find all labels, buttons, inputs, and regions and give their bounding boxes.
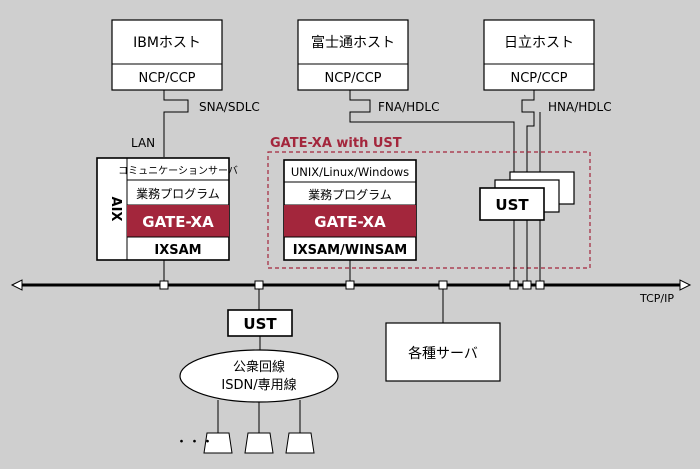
host-ibm-ccp: NCP/CCP bbox=[138, 71, 195, 86]
host-hitachi: 日立ホスト NCP/CCP bbox=[483, 19, 595, 91]
ust-stack-label: UST bbox=[495, 196, 529, 214]
lan-label: LAN bbox=[131, 136, 155, 150]
tcpip-backbone bbox=[10, 279, 692, 291]
hitachi-protocol-label: HNA/HDLC bbox=[548, 100, 612, 114]
terminal-2 bbox=[244, 432, 274, 454]
lower-ust: UST bbox=[227, 309, 293, 337]
various-servers-label: 各種サーバ bbox=[408, 346, 478, 362]
ust-gate-xa-band bbox=[284, 205, 416, 237]
aix-row-comm-server: コミュニケーションサーバ bbox=[118, 165, 238, 177]
ust-group-border bbox=[267, 151, 591, 269]
terminal-3 bbox=[285, 432, 315, 454]
host-hitachi-name: 日立ホスト bbox=[504, 35, 574, 51]
host-fujitsu-name: 富士通ホスト bbox=[311, 34, 395, 51]
terminal-ellipsis: ・・・ bbox=[175, 435, 214, 450]
hitachi-link-line bbox=[521, 90, 535, 285]
aix-side-label: AIX bbox=[108, 197, 123, 222]
host-hitachi-ccp: NCP/CCP bbox=[510, 71, 567, 86]
host-ibm-name: IBMホスト bbox=[133, 35, 201, 51]
host-fujitsu: 富士通ホスト NCP/CCP bbox=[297, 19, 409, 91]
ust-row-os: UNIX/Linux/Windows bbox=[291, 165, 409, 179]
aix-row-gate-xa: GATE-XA bbox=[142, 213, 214, 231]
ust-row-gate-xa: GATE-XA bbox=[314, 213, 386, 231]
ibm-protocol-label: SNA/SDLC bbox=[199, 100, 260, 114]
aix-gate-xa-band bbox=[127, 205, 229, 237]
host-fujitsu-ccp: NCP/CCP bbox=[324, 71, 381, 86]
tcpip-label: TCP/IP bbox=[639, 292, 674, 305]
various-servers: 各種サーバ bbox=[385, 322, 501, 382]
ust-stack: UST bbox=[479, 171, 575, 221]
lower-ust-label: UST bbox=[243, 315, 277, 333]
host-ibm: IBMホスト NCP/CCP bbox=[111, 19, 223, 91]
terminal-1 bbox=[203, 432, 233, 454]
fujitsu-link-line bbox=[349, 90, 515, 285]
ust-row-business-program: 業務プログラム bbox=[308, 188, 392, 202]
ust-group-title: GATE-XA with UST bbox=[270, 136, 402, 151]
ust-server: UNIX/Linux/Windows 業務プログラム GATE-XA IXSAM… bbox=[283, 159, 417, 261]
aix-row-ixsam: IXSAM bbox=[154, 243, 201, 258]
cloud-line1: 公衆回線 bbox=[233, 359, 285, 375]
aix-server: AIX コミュニケーションサーバ 業務プログラム GATE-XA IXSAM bbox=[96, 157, 238, 261]
aix-row-business-program: 業務プログラム bbox=[136, 187, 220, 201]
cloud-line2: ISDN/専用線 bbox=[221, 377, 296, 393]
fujitsu-protocol-label: FNA/HDLC bbox=[378, 100, 439, 114]
ibm-link-line bbox=[163, 90, 189, 157]
ust-row-ixsam-winsam: IXSAM/WINSAM bbox=[293, 243, 407, 258]
public-line-cloud: 公衆回線 ISDN/専用線 bbox=[179, 349, 339, 403]
